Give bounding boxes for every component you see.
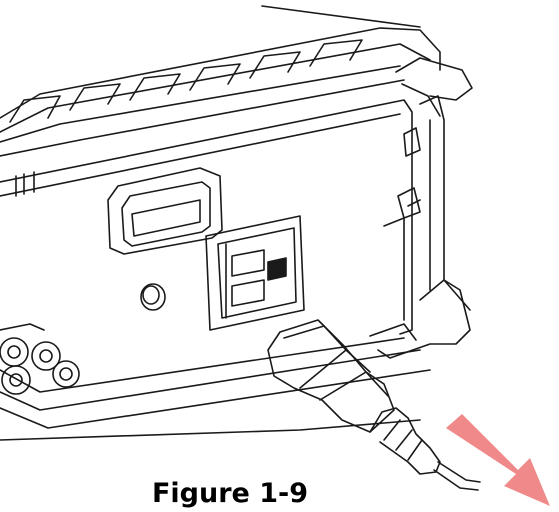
interface-connector (107, 167, 223, 255)
rear-panel (0, 99, 431, 441)
handle-bracket (369, 57, 473, 359)
power-cord-plug (267, 319, 481, 491)
pull-direction-arrow-icon (446, 414, 550, 506)
panel-screw (140, 283, 166, 311)
figure-caption: Figure 1-9 (151, 478, 309, 509)
input-terminals (0, 323, 80, 395)
power-cord-rear-panel-illustration (0, 5, 481, 491)
ac-power-inlet (205, 215, 305, 331)
chassis-top-ribs (0, 27, 441, 157)
